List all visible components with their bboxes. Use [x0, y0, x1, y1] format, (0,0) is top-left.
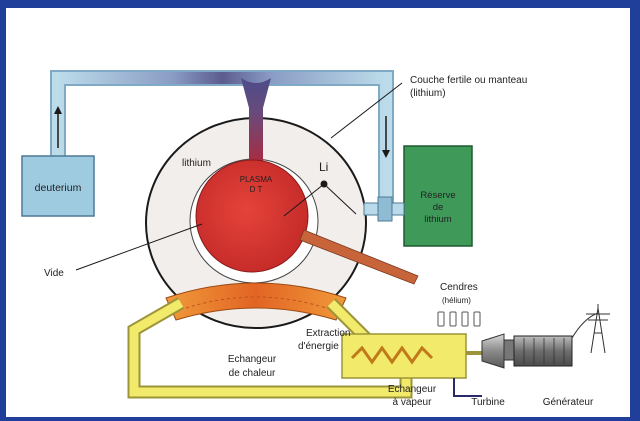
blanket-label: Couche fertile ou manteau — [410, 75, 527, 86]
helium-bottles-icon — [437, 311, 481, 327]
lithium-reserve-tank: Réserve de lithium — [403, 145, 473, 247]
steam-exchanger — [341, 333, 484, 397]
generator — [513, 335, 573, 367]
turbine-label: Turbine — [471, 397, 505, 408]
steam-exchanger-sublabel: à vapeur — [393, 397, 433, 408]
ash-exhaust-pipe — [299, 229, 419, 285]
feed-channel — [241, 78, 271, 168]
ash-label: Cendres — [440, 282, 478, 293]
heat-exchanger-sublabel: de chaleur — [229, 368, 276, 379]
reserve-label-1: Réserve — [420, 190, 455, 201]
arrowhead-up-icon — [54, 106, 62, 114]
turbine — [481, 333, 515, 369]
valve-connector — [363, 196, 405, 222]
arrowhead-down-icon — [382, 150, 390, 158]
plasma-dt-label: D T — [250, 185, 263, 194]
extraction-sublabel: d'énergie — [298, 341, 339, 352]
leader-lines — [75, 82, 403, 271]
extraction-label: Extraction — [306, 328, 350, 339]
li-symbol-label: Li — [319, 160, 328, 174]
top-feed-pipe — [50, 70, 394, 203]
power-pylon-icon — [571, 304, 610, 354]
reserve-label-3: lithium — [424, 214, 452, 225]
plasma-core: PLASMA D T — [195, 159, 309, 273]
heat-exchanger-label: Echangeur — [228, 354, 277, 365]
ash-sublabel: (hélium) — [442, 296, 471, 305]
deuterium-tank: deuterium — [21, 155, 95, 217]
reserve-label-2: de — [433, 202, 444, 213]
plasma-label: PLASMA — [240, 175, 273, 184]
lithium-node-icon — [320, 180, 328, 188]
steam-exchanger-label: Echangeur — [388, 384, 437, 395]
deuterium-label: deuterium — [35, 182, 82, 194]
lithium-label: lithium — [182, 158, 211, 169]
coolant-loop — [127, 297, 413, 399]
generator-label: Générateur — [543, 397, 594, 408]
blanket-sublabel: (lithium) — [410, 88, 446, 99]
vacuum-label: Vide — [44, 268, 64, 279]
fusion-reactor-diagram: deuterium PLASMA D T Réserve de lithium — [21, 70, 610, 408]
